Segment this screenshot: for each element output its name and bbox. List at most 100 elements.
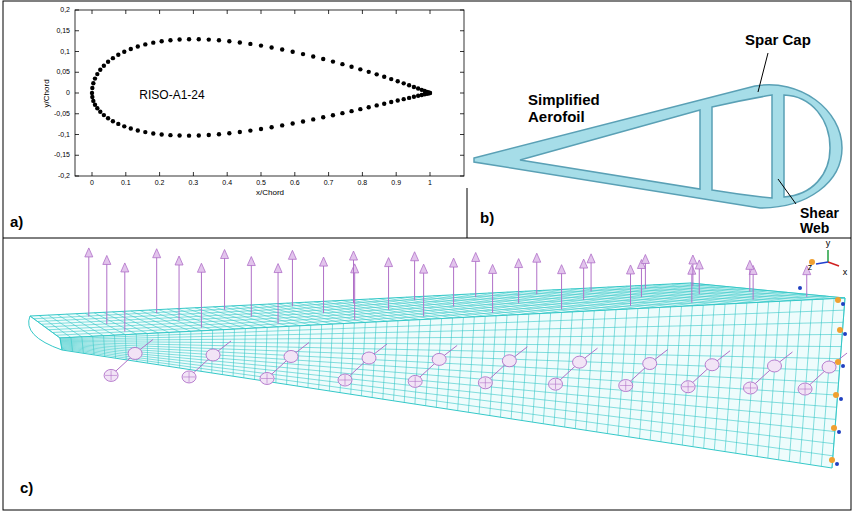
tick-label: 0.9 [391,179,401,187]
moment-disc [362,352,376,364]
load-arrow [124,271,125,332]
arrow-head [175,256,183,265]
data-point [102,113,106,117]
tick-label: 0 [90,179,94,187]
data-point [111,56,115,60]
part-label: Spar Cap [745,32,811,49]
moment-disc [432,353,446,365]
mesh-line [61,343,840,371]
constraint-marker [835,359,841,365]
data-point [151,131,155,135]
outer-frame [3,1,851,510]
mesh-line [61,346,836,408]
data-point [98,110,102,114]
tick-mark [396,10,397,14]
tick-mark [430,10,431,14]
arrow-head [533,253,541,262]
data-point [151,40,155,44]
data-point [168,38,172,42]
moment-disc [573,356,587,368]
data-point [116,122,120,126]
disc-spoke [415,376,416,386]
load-arrow [475,260,476,297]
mesh-line [38,287,729,322]
blade-mesh [29,283,845,468]
tick-label: 0.4 [222,179,232,187]
data-point [301,52,305,56]
data-point [122,124,126,128]
constraint-markers [798,259,847,466]
data-point [106,116,110,120]
tick-label: -0,2 [58,172,70,180]
data-point [331,59,335,63]
data-point [227,39,231,43]
data-point [340,62,344,66]
airfoil-name: RISO-A1-24 [139,89,204,102]
load-arrow [323,265,324,313]
moment-disc [822,361,836,373]
data-point [389,77,393,81]
disc-spoke [625,381,626,391]
moment-disc [705,359,719,371]
disc-spoke [189,372,190,382]
triad-axis [816,262,828,264]
arrow-head [320,257,328,266]
tick-mark [75,72,79,73]
tick-label: 0,2 [60,6,70,14]
data-point [340,111,344,115]
triad-axis [828,262,839,266]
panel-letter: a) [10,214,23,231]
tick-label: 0.8 [358,179,368,187]
moment-disc [767,360,781,372]
data-point [248,128,252,132]
arrow-head [746,260,754,269]
leader-line [778,179,796,204]
tick-mark [193,172,194,176]
data-point [122,50,126,54]
data-point [143,42,147,46]
axis-title: x/Chord [256,189,284,198]
data-point [311,117,315,121]
load-arrow [201,271,202,327]
panel-letter: c) [20,480,33,497]
load-arrow [278,272,279,324]
arrow-head [385,258,393,267]
tick-mark [227,10,228,14]
arrow-head [274,264,282,273]
data-point [382,75,386,79]
constraint-marker [841,364,845,368]
data-point [427,91,431,95]
data-point [187,133,191,137]
arrow-head [247,257,255,266]
mesh-line [53,294,807,332]
moment-disc [182,371,196,383]
tick-mark [75,134,79,135]
arrow-head [688,265,696,274]
tick-mark [460,155,464,156]
arrow-head [515,259,523,268]
panel-divider [467,188,468,238]
data-point [269,45,273,49]
constraint-marker [829,457,835,463]
load-arrow [414,260,415,300]
moment-disc [408,375,422,387]
tick-mark [193,10,194,14]
load-arrow [806,274,807,297]
data-point [269,125,273,129]
data-point [91,81,95,85]
data-point [91,99,95,103]
mesh-line [61,344,839,383]
tick-label: 0.3 [189,179,199,187]
constraint-marker [837,430,841,434]
disc-spoke [485,378,486,388]
arrow-head [420,264,428,273]
mesh-line [56,296,825,335]
load-arrow [353,259,354,303]
part-label: Shear Web [800,206,848,236]
data-point [102,63,106,67]
tick-mark [92,172,93,176]
tick-label: 0 [66,89,70,97]
arrow-head [558,265,566,274]
tick-mark [460,72,464,73]
constraint-marker [831,425,837,431]
